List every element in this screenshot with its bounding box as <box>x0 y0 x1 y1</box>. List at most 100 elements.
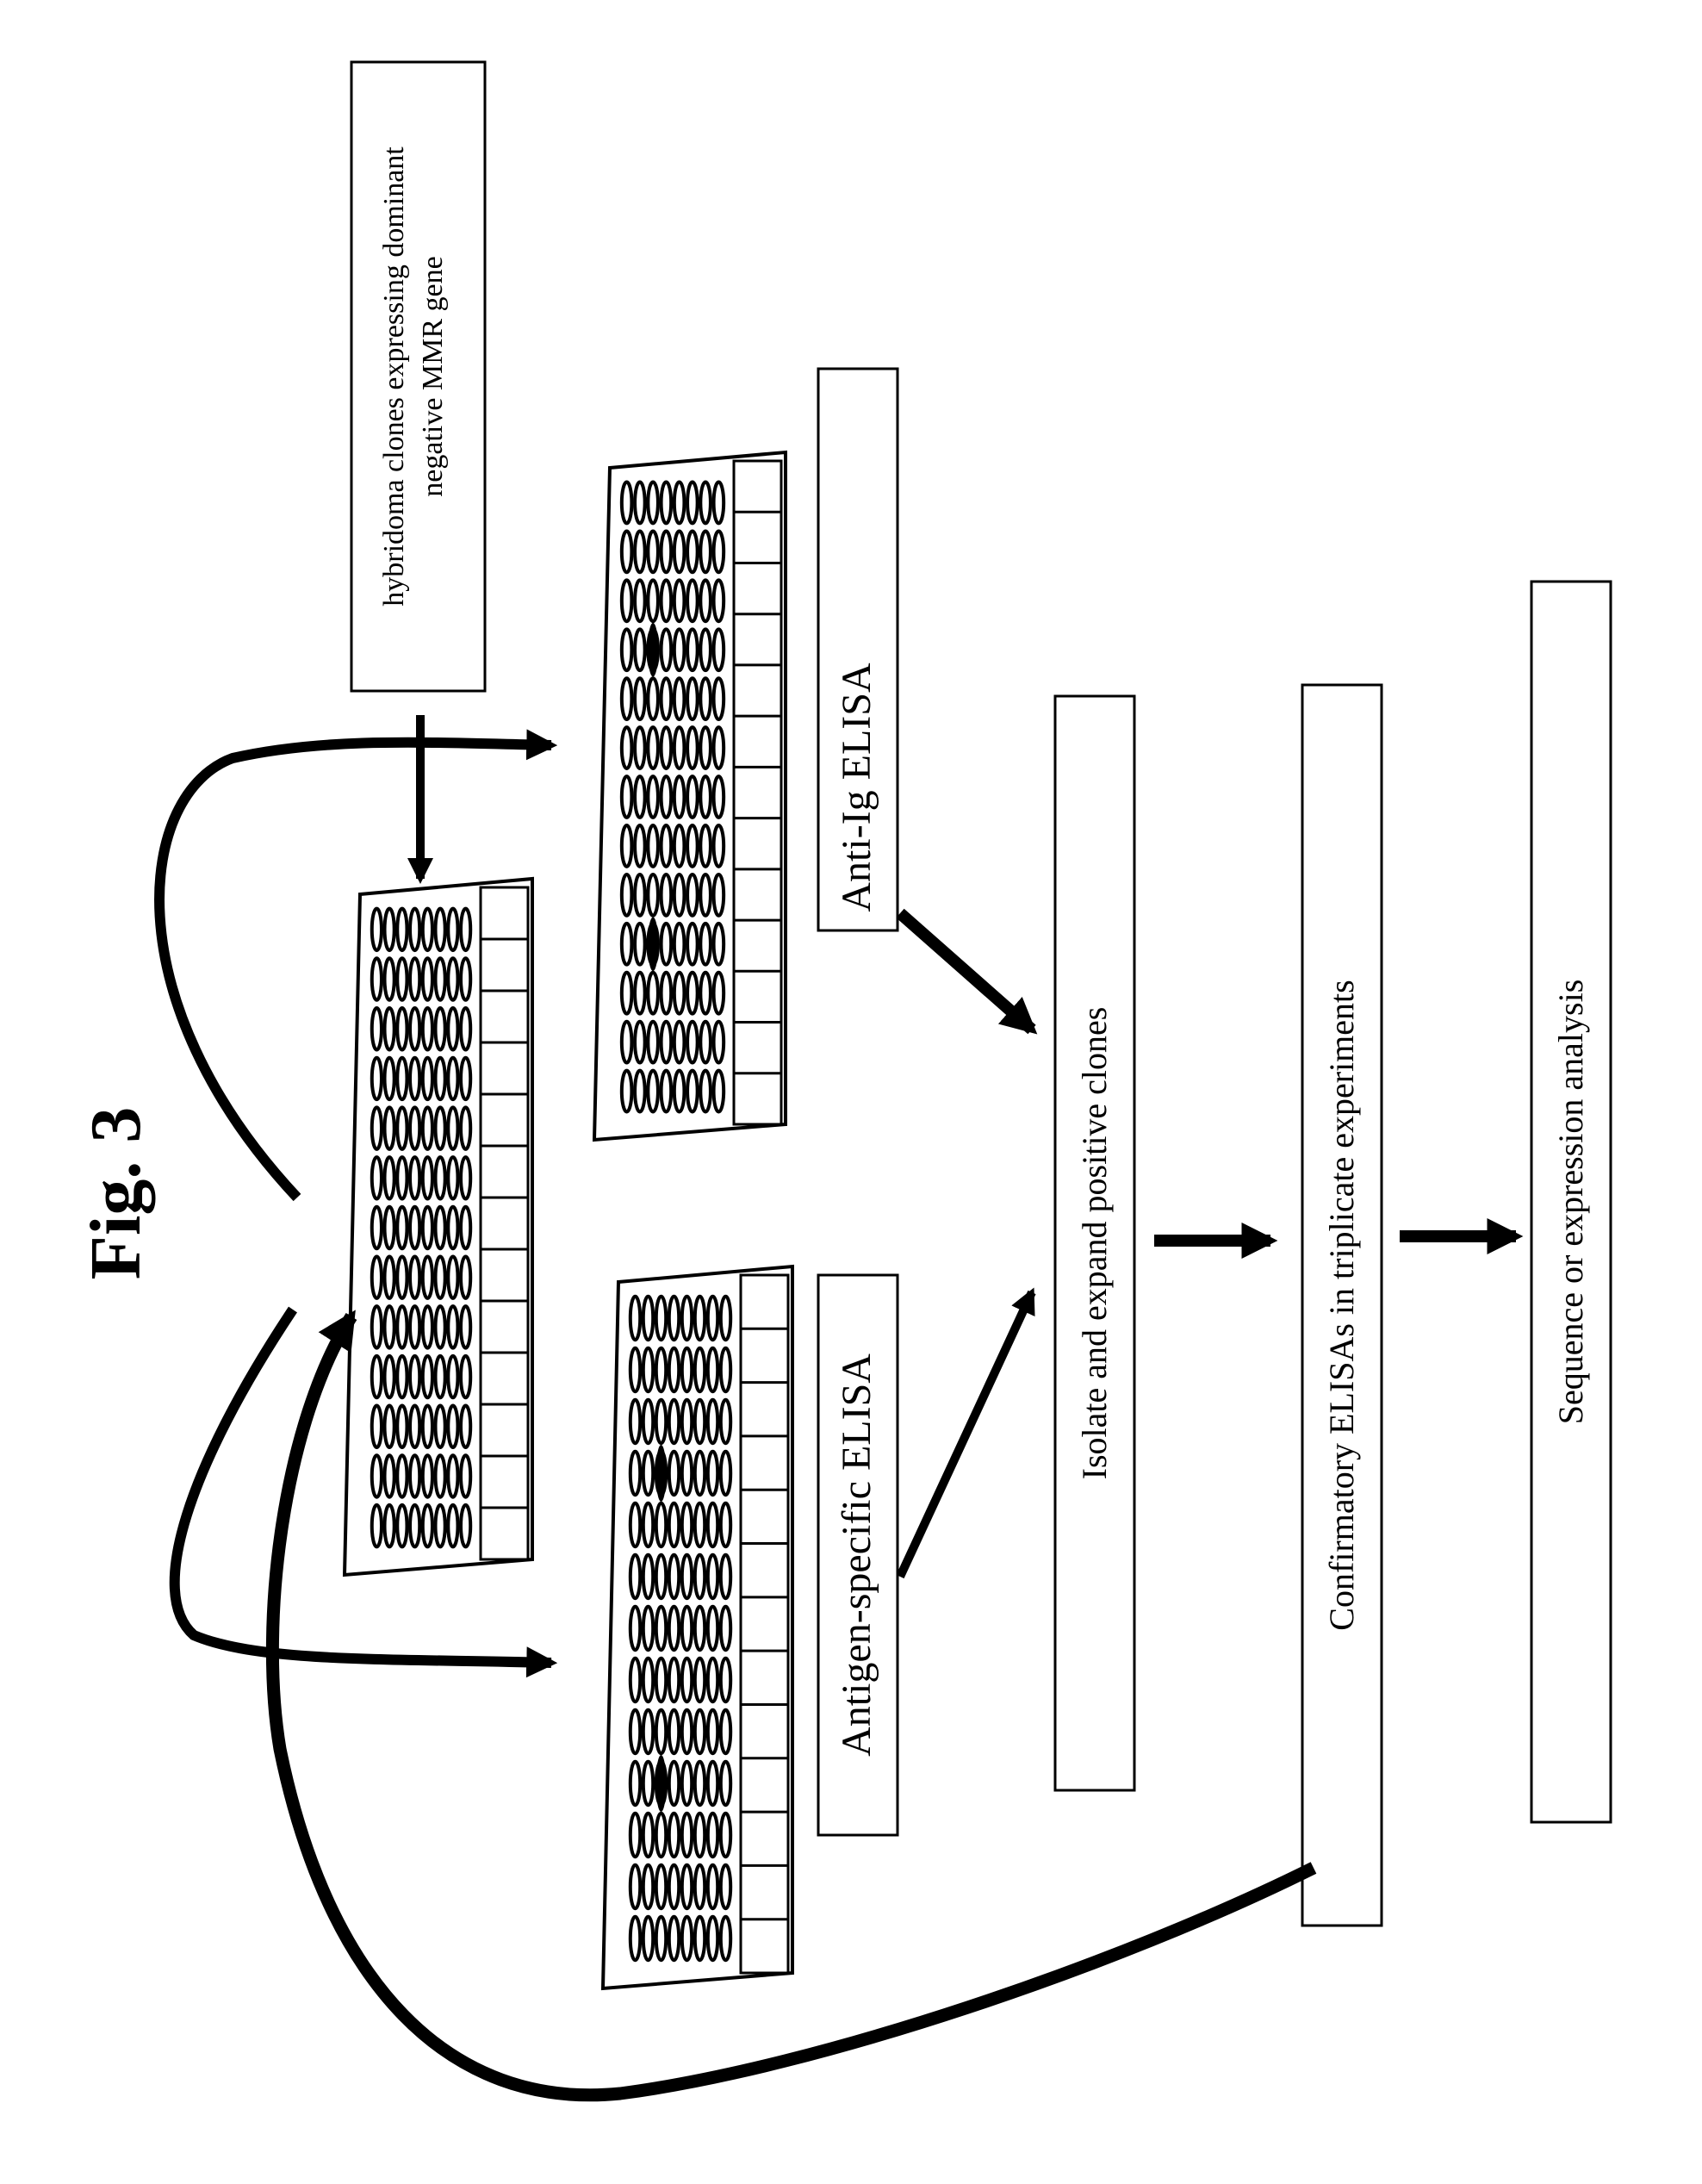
culture-plate-well <box>408 1006 422 1052</box>
arrow-confirmatory-back-to-culture <box>265 1310 1317 2102</box>
anti-ig-plate-well <box>699 578 712 624</box>
anti-ig-plate-well <box>646 529 660 575</box>
anti-ig-plate-well <box>619 970 634 1016</box>
culture-plate-well <box>446 1353 460 1400</box>
culture-plate-well <box>420 956 434 1002</box>
antigen-plate-well <box>654 1552 668 1601</box>
culture-plate-well <box>408 1503 422 1549</box>
antigen-plate-well <box>693 1656 707 1704</box>
anti-ig-plate-well <box>633 676 647 722</box>
sequence-analysis-box: Sequence or expression analysis <box>1530 580 1612 1824</box>
anti-ig-plate-well <box>646 970 660 1016</box>
anti-ig-plate-well <box>646 872 660 918</box>
culture-plate-well <box>420 1006 434 1052</box>
culture-plate-well <box>382 1403 396 1450</box>
anti-ig-plate-well <box>711 480 726 526</box>
culture-plate-well <box>420 1155 434 1201</box>
antigen-plate-well <box>667 1863 681 1911</box>
anti-ig-plate-well <box>672 627 686 673</box>
antigen-plate-well <box>693 1708 707 1756</box>
anti-ig-plate-well <box>686 529 699 575</box>
antigen-plate-well <box>628 1346 643 1394</box>
anti-ig-plate-well <box>646 578 660 624</box>
anti-ig-plate-well <box>672 529 686 575</box>
anti-ig-plate-well <box>711 775 726 819</box>
anti-ig-plate-well <box>646 1019 660 1065</box>
culture-plate-well <box>459 1403 473 1450</box>
anti-ig-plate-well <box>672 921 686 967</box>
anti-ig-plate-well <box>619 725 634 770</box>
antigen-plate-well <box>718 1811 733 1859</box>
anti-ig-plate-well <box>686 775 699 819</box>
antigen-plate-well <box>680 1811 694 1859</box>
anti-ig-plate-well <box>633 921 647 967</box>
antigen-plate-well <box>628 1914 643 1963</box>
anti-ig-plate-well <box>699 676 712 722</box>
antigen-plate-well <box>693 1449 707 1497</box>
anti-ig-plate-well <box>633 775 647 819</box>
antigen-plate-well <box>641 1811 655 1859</box>
anti-ig-plate-well <box>699 1019 712 1065</box>
anti-ig-plate-well <box>686 970 699 1016</box>
antigen-plate-well <box>628 1552 643 1601</box>
antigen-plate-positive-well <box>655 1445 667 1502</box>
antigen-plate-well <box>628 1449 643 1497</box>
antigen-plate-well <box>654 1501 668 1549</box>
anti-ig-plate-well <box>619 627 634 673</box>
anti-ig-plate-positive-well <box>648 622 659 677</box>
culture-plate-well <box>433 1453 447 1499</box>
culture-plate-well <box>408 1105 422 1151</box>
anti-ig-plate-well <box>659 824 674 868</box>
anti-ig-elisa-box: Anti-Ig ELISA <box>817 367 899 932</box>
anti-ig-plate-well <box>686 1068 699 1114</box>
arrow-culture-to-anti-ig <box>154 729 558 1202</box>
culture-plate-well <box>433 956 447 1002</box>
antigen-plate-well <box>641 1346 655 1394</box>
culture-plate-well <box>420 1503 434 1549</box>
antigen-plate-well <box>641 1604 655 1652</box>
anti-ig-plate-well <box>633 1068 647 1114</box>
arrow-anti-ig-to-isolate <box>896 908 1038 1035</box>
anti-ig-plate-well <box>646 725 660 770</box>
antigen-plate-well <box>667 1397 681 1446</box>
anti-ig-plate-label-strip <box>732 459 783 1126</box>
culture-plate-well <box>395 1403 409 1450</box>
culture-plate-well <box>370 1155 383 1201</box>
confirmatory-elisa-box: Confirmatory ELISAs in triplicate experi… <box>1301 683 1383 1927</box>
culture-plate-well <box>408 956 422 1002</box>
anti-ig-plate-well <box>686 627 699 673</box>
antigen-plate-well <box>667 1811 681 1859</box>
culture-plate-well <box>446 1204 460 1251</box>
culture-plate-well <box>408 1403 422 1450</box>
antigen-plate-well <box>654 1863 668 1911</box>
anti-ig-plate-well <box>711 872 726 918</box>
antigen-plate-well <box>667 1501 681 1549</box>
hybridoma-box: hybridoma clones expressing dominant neg… <box>350 60 487 693</box>
culture-plate-well <box>395 1503 409 1549</box>
culture-plate-well <box>433 1304 447 1350</box>
culture-plate-well <box>382 1503 396 1549</box>
culture-plate-well <box>420 1353 434 1400</box>
antigen-specific-elisa-label: Antigen-specific ELISA <box>834 1353 879 1757</box>
anti-ig-plate-well <box>672 480 686 526</box>
culture-plate-well <box>420 1304 434 1350</box>
anti-ig-plate-well <box>633 824 647 868</box>
anti-ig-plate-well <box>686 872 699 918</box>
anti-ig-plate-well <box>672 824 686 868</box>
antigen-plate-well <box>667 1552 681 1601</box>
culture-plate-well <box>370 1254 383 1300</box>
anti-ig-plate-well <box>686 480 699 526</box>
culture-plate-well <box>370 1006 383 1052</box>
antigen-plate-well <box>667 1656 681 1704</box>
antigen-plate-well <box>628 1397 643 1446</box>
anti-ig-plate-well <box>686 1019 699 1065</box>
anti-ig-plate-well <box>711 970 726 1016</box>
antigen-plate-well <box>680 1346 694 1394</box>
culture-plate-well <box>370 1304 383 1350</box>
culture-plate-well <box>395 1204 409 1251</box>
culture-plate-well <box>395 1453 409 1499</box>
antigen-plate-well <box>628 1863 643 1911</box>
culture-plate-well <box>382 906 396 953</box>
culture-plate-well <box>446 1055 460 1102</box>
antigen-plate-well <box>628 1656 643 1704</box>
